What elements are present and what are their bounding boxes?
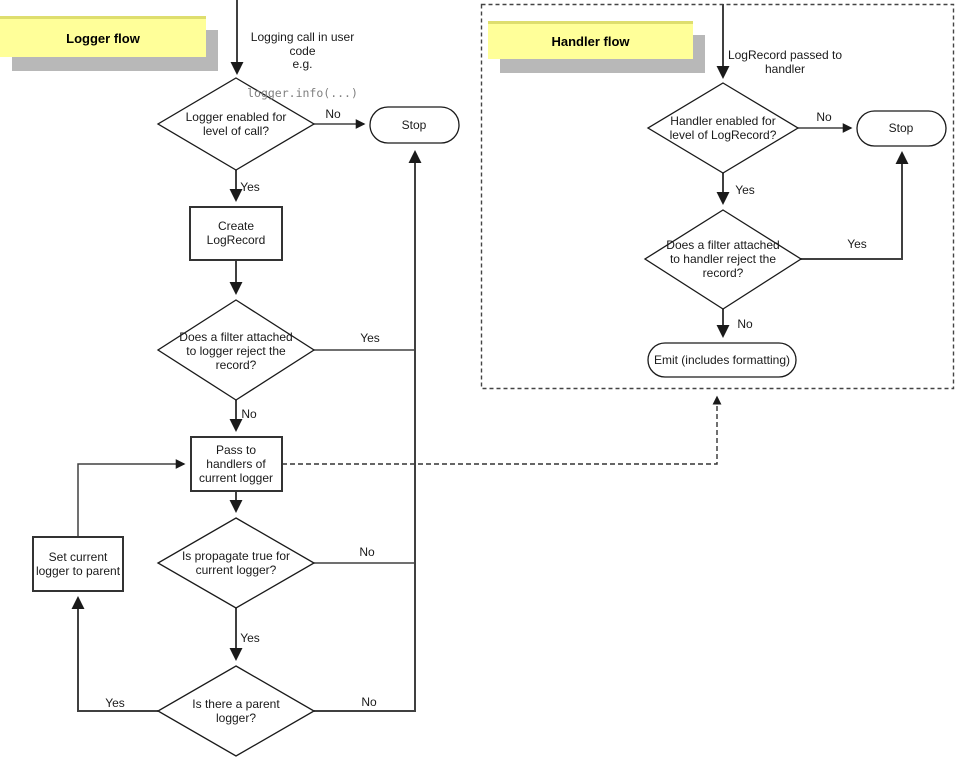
stop-return-line — [314, 150, 422, 712]
logger-stop-label: Stop — [401, 117, 427, 132]
handler-filter-diamond — [643, 209, 803, 310]
set-current-to-pass-arrow — [77, 459, 186, 537]
handler-flow-boundary — [480, 3, 955, 390]
handler-filter-yes-arrow — [800, 151, 909, 260]
create-logrecord-label: Create LogRecord — [206, 218, 266, 247]
emit-label: Emit (includes formatting) — [653, 352, 791, 367]
emit-terminator — [647, 342, 797, 378]
logger-level-no-label: No — [325, 106, 341, 121]
logger-filter-diamond — [156, 299, 316, 401]
create-logrecord-box — [189, 206, 283, 261]
handler-entry-text: LogRecord passed to handler — [727, 47, 843, 76]
handler-level-diamond — [646, 82, 800, 174]
logger-flow-sticky-note: Logger flow — [0, 16, 206, 57]
handler-level-diamond-label: Handler enabled for level of LogRecord? — [669, 113, 777, 142]
logger-filter-no-label: No — [241, 406, 257, 421]
logger-filter-diamond-label: Does a filter attached to logger reject … — [179, 329, 293, 373]
parent-no-label: No — [361, 694, 377, 709]
handler-stop-terminator — [856, 110, 947, 147]
pass-to-handler-dashed-arrow — [282, 395, 722, 465]
handler-level-yes-label: Yes — [735, 182, 755, 197]
handler-level-no-label: No — [816, 109, 832, 124]
handler-flow-sticky-label: Handler flow — [551, 34, 630, 49]
logger-level-diamond — [156, 77, 316, 171]
propagate-diamond-label: Is propagate true for current logger? — [181, 548, 291, 577]
parent-yes-label: Yes — [105, 695, 125, 710]
parent-logger-diamond — [156, 665, 316, 757]
logger-flow-sticky-label: Logger flow — [66, 30, 140, 46]
handler-flow-sticky-note: Handler flow — [488, 21, 693, 59]
handler-filter-no-label: No — [737, 316, 753, 331]
logger-entry-text: Logging call in user code e.g. — [250, 29, 355, 72]
pass-to-handlers-label: Pass to handlers of current logger — [198, 442, 274, 486]
propagate-no-label: No — [359, 544, 375, 559]
propagate-yes-label: Yes — [240, 630, 260, 645]
parent-yes-loop-arrow — [71, 596, 158, 712]
logger-level-yes-label: Yes — [240, 179, 260, 194]
logger-level-diamond-label: Logger enabled for level of call? — [185, 109, 287, 138]
pass-to-handlers-box — [190, 436, 283, 492]
handler-filter-yes-label: Yes — [847, 236, 867, 251]
handler-entry-note: LogRecord passed to handler — [726, 35, 844, 90]
propagate-diamond — [156, 517, 316, 609]
set-current-logger-label: Set current logger to parent — [35, 549, 121, 578]
logger-filter-yes-label: Yes — [360, 330, 380, 345]
logger-entry-code: logger.info(...) — [247, 85, 358, 100]
logger-stop-terminator — [369, 106, 460, 144]
handler-filter-diamond-label: Does a filter attached to handler reject… — [666, 237, 780, 281]
handler-stop-label: Stop — [888, 120, 914, 135]
logger-entry-note: Logging call in user code e.g. logger.in… — [240, 17, 365, 114]
parent-logger-diamond-label: Is there a parent logger? — [192, 696, 280, 725]
set-current-logger-box — [32, 536, 124, 592]
